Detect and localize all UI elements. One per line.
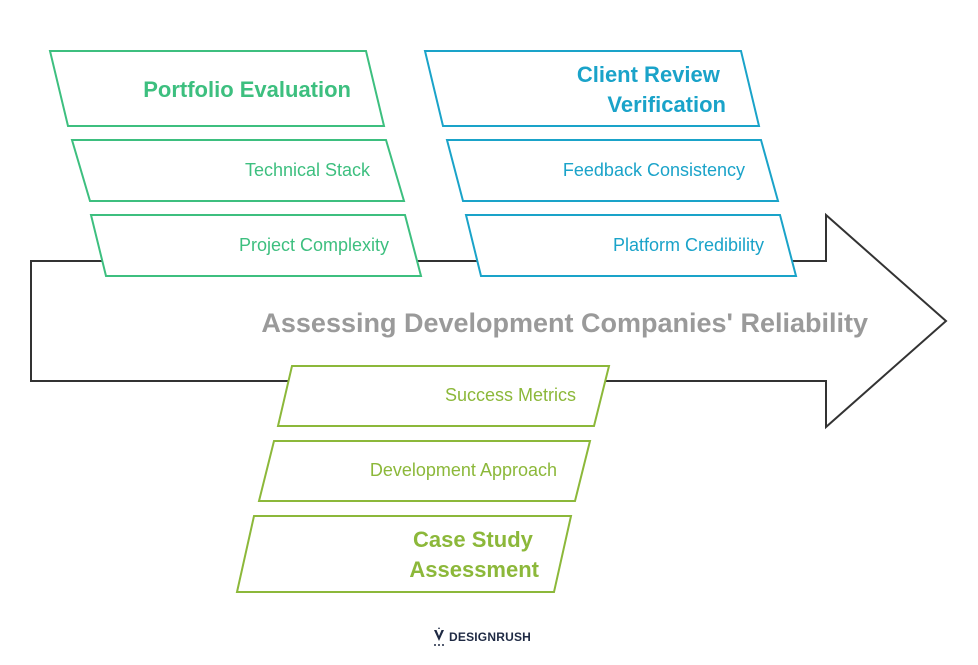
case-study-heading-line-1: Case Study — [413, 527, 534, 552]
technical-stack-box — [70, 139, 406, 202]
development-approach-label: Development Approach — [370, 460, 557, 480]
designrush-logo-icon — [434, 627, 444, 646]
diagram-title: Assessing Development Companies' Reliabi… — [261, 308, 868, 338]
client-heading-line-2: Verification — [607, 92, 726, 117]
client-heading: Client Review Verification — [577, 62, 726, 117]
portfolio-heading: Portfolio Evaluation — [143, 77, 351, 102]
logo-text: DESIGNRUSH — [449, 630, 532, 644]
development-approach-box — [257, 440, 592, 502]
case-study-group: Success Metrics Development Approach Cas… — [235, 365, 611, 593]
portfolio-group: Portfolio Evaluation Technical Stack Pro… — [48, 50, 423, 277]
success-metrics-box — [276, 365, 611, 427]
portfolio-heading-line: Portfolio Evaluation — [143, 77, 351, 102]
designrush-logo: DESIGNRUSH — [432, 625, 531, 649]
platform-credibility-label: Platform Credibility — [613, 235, 764, 255]
feedback-consistency-box — [445, 139, 780, 202]
case-study-heading: Case Study Assessment — [409, 527, 539, 582]
project-complexity-box — [89, 214, 423, 277]
platform-credibility-box — [464, 214, 798, 277]
project-complexity-label: Project Complexity — [239, 235, 389, 255]
client-group: Client Review Verification Feedback Cons… — [423, 50, 798, 277]
client-heading-line-1: Client Review — [577, 62, 721, 87]
portfolio-heading-box — [48, 50, 386, 127]
feedback-consistency-label: Feedback Consistency — [563, 160, 745, 180]
client-heading-box — [423, 50, 761, 127]
case-study-heading-line-2: Assessment — [409, 557, 539, 582]
case-study-heading-box — [235, 515, 573, 593]
success-metrics-label: Success Metrics — [445, 385, 576, 405]
technical-stack-label: Technical Stack — [245, 160, 371, 180]
